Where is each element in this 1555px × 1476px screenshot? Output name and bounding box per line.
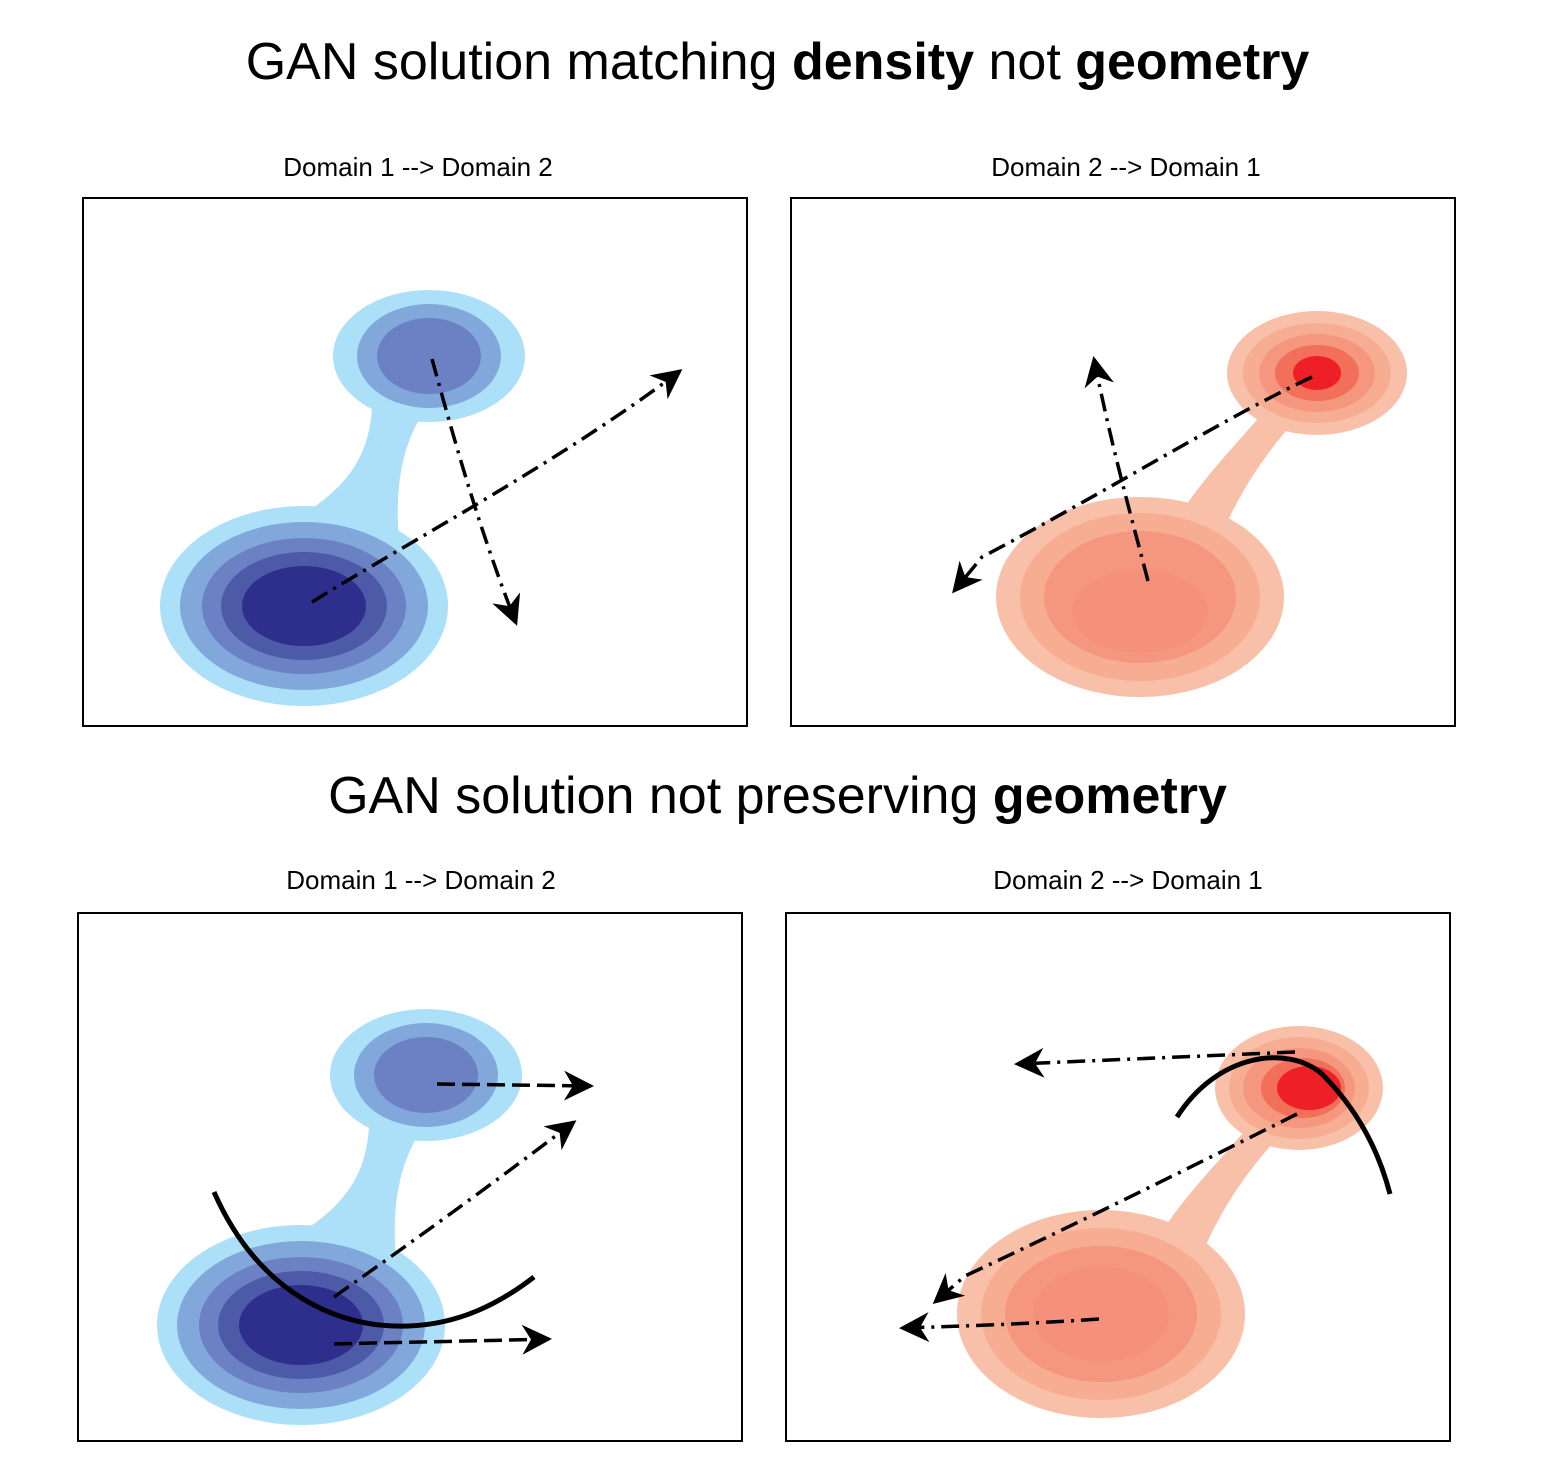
top-heading-density: density [791, 33, 975, 91]
panel-4-diagram [899, 1026, 1393, 1418]
dashed-arrow-top [436, 1070, 594, 1101]
panel-2-domain2-to-domain1 [790, 197, 1456, 727]
solid-curve [1174, 1055, 1393, 1195]
panel-4-domain2-to-domain1 [785, 912, 1451, 1442]
panel-3-title: Domain 1 --> Domain 2 [286, 865, 556, 895]
bottom-heading: GAN solution not preserving geometry [0, 766, 1555, 826]
bottom-heading-geometry: geometry [992, 767, 1227, 825]
panel-1-diagram [160, 290, 683, 706]
blue-density-blob [157, 1009, 522, 1425]
dashed-arrow-down [430, 358, 521, 626]
dashed-arrow-diagonal [932, 1112, 1298, 1304]
panel-4-title: Domain 2 --> Domain 1 [993, 865, 1263, 895]
dashed-arrow-long-reverse [952, 375, 1313, 594]
dashed-arrow-long [311, 369, 683, 604]
red-density-blob [957, 1026, 1383, 1418]
blue-density-blob [160, 290, 525, 706]
top-heading: GAN solution matching density not geomet… [0, 32, 1555, 92]
top-heading-geometry: geometry [1075, 33, 1310, 91]
dashed-arrow-middle [332, 1120, 577, 1299]
top-heading-prefix: GAN solution matching [245, 33, 792, 91]
solid-curve [211, 1190, 536, 1329]
top-heading-middle: not [974, 33, 1076, 91]
dashed-arrow-bottom-left [899, 1312, 1100, 1343]
panel-1-title: Domain 1 --> Domain 2 [283, 152, 553, 182]
dashed-arrow-bottom [333, 1324, 552, 1355]
dashed-arrow-top-left [1014, 1047, 1296, 1078]
panel-3-domain1-to-domain2 [77, 912, 743, 1442]
panel-2-title: Domain 2 --> Domain 1 [991, 152, 1261, 182]
panel-2-diagram [952, 311, 1407, 697]
bottom-heading-prefix: GAN solution not preserving [328, 767, 993, 825]
panel-1-domain1-to-domain2 [82, 197, 748, 727]
panel-3-diagram [157, 1009, 594, 1425]
red-density-blob [996, 311, 1407, 697]
